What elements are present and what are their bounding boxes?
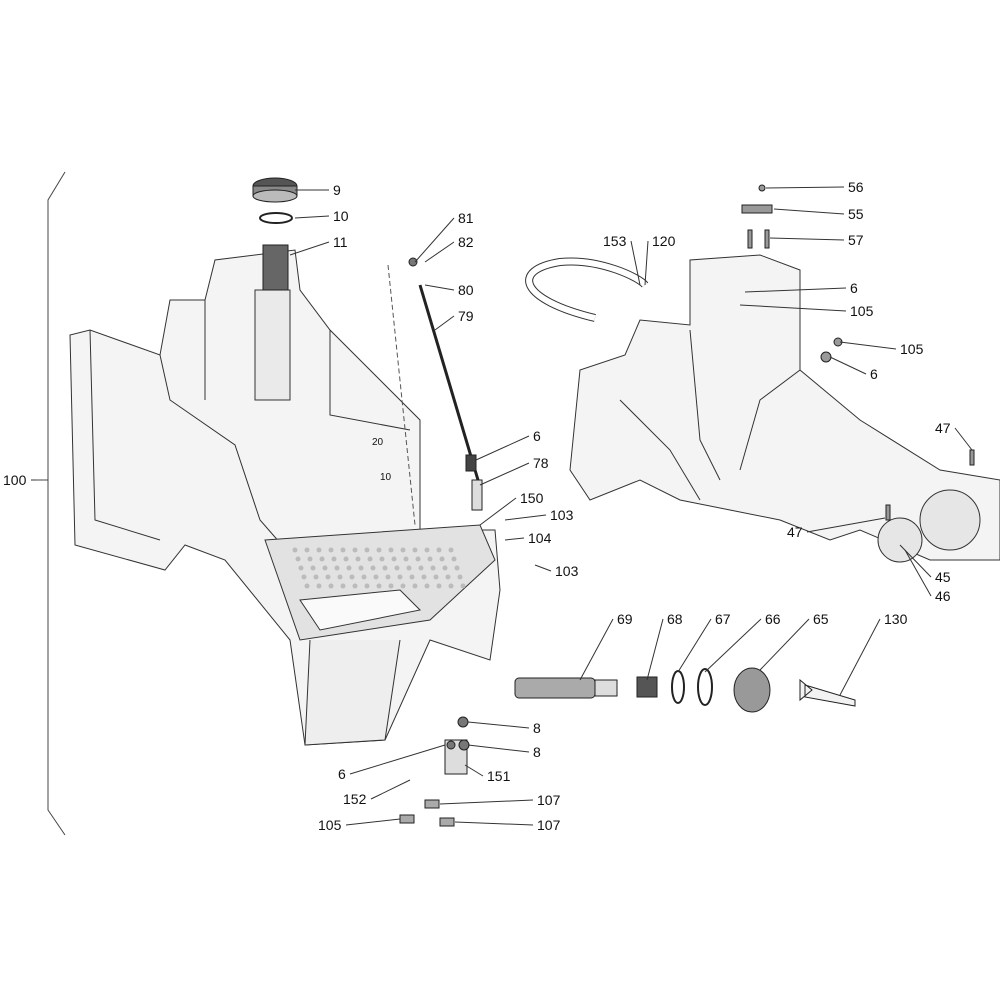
leader-line <box>424 284 455 291</box>
tank-mark-20: 20 <box>372 437 384 448</box>
leader-line <box>630 240 641 286</box>
callout-80: 80 <box>458 282 474 298</box>
leader-line <box>677 618 712 673</box>
callout-47: 47 <box>935 420 951 436</box>
leader-line <box>294 215 330 219</box>
leader-line <box>467 744 530 753</box>
chassis-frame <box>569 254 1000 563</box>
leader-line <box>739 304 847 312</box>
leader-line <box>644 240 649 286</box>
callout-107: 107 <box>537 817 561 833</box>
leader-line <box>806 517 886 533</box>
seal-ring <box>259 212 293 224</box>
callout-68: 68 <box>667 611 683 627</box>
callout-107: 107 <box>537 792 561 808</box>
leader-line <box>424 241 455 263</box>
leader-line <box>370 779 411 800</box>
leader-line <box>759 618 810 671</box>
callout-81: 81 <box>458 210 474 226</box>
leader-line <box>349 744 446 775</box>
leader-line <box>773 208 845 215</box>
leader-line <box>829 356 867 375</box>
leader-line <box>467 721 530 729</box>
callout-6: 6 <box>870 366 878 382</box>
valve-assembly <box>399 667 856 827</box>
leader-line <box>504 537 525 541</box>
callout-65: 65 <box>813 611 829 627</box>
leader-line <box>414 217 455 263</box>
leader-line <box>744 287 847 293</box>
leader-line <box>839 618 881 696</box>
leader-line <box>434 315 455 331</box>
leader-line <box>579 618 614 681</box>
leader-line <box>904 549 932 597</box>
callout-45: 45 <box>935 569 951 585</box>
callout-130: 130 <box>884 611 908 627</box>
fuel-cap <box>252 177 298 203</box>
leader-line <box>479 497 517 526</box>
leader-line <box>765 186 845 189</box>
callout-105: 105 <box>850 303 874 319</box>
callout-47: 47 <box>787 524 803 540</box>
dot-grid <box>292 547 466 589</box>
callout-78: 78 <box>533 455 549 471</box>
callout-10: 10 <box>333 208 349 224</box>
callout-151: 151 <box>487 768 511 784</box>
callout-8: 8 <box>533 744 541 760</box>
leader-line <box>954 427 973 451</box>
leader-line <box>704 618 762 673</box>
filter-strainer <box>262 244 289 291</box>
fuel-tank <box>69 249 501 746</box>
leader-line <box>534 564 552 572</box>
leader-line <box>439 799 534 805</box>
callout-8: 8 <box>533 720 541 736</box>
leader-line <box>464 764 484 777</box>
callout-79: 79 <box>458 308 474 324</box>
leader-line <box>479 462 530 486</box>
callout-152: 152 <box>343 791 367 807</box>
leader-line <box>504 514 547 521</box>
callout-103: 103 <box>555 563 579 579</box>
callout-46: 46 <box>935 588 951 604</box>
callout-11: 11 <box>333 234 348 250</box>
bracket-parts <box>741 184 975 521</box>
group-bracket <box>47 171 66 836</box>
leader-line <box>289 241 330 256</box>
callout-105: 105 <box>900 341 924 357</box>
callout-6: 6 <box>338 766 346 782</box>
leader-line <box>345 818 401 826</box>
tank-mark-10: 10 <box>380 472 392 483</box>
callout-57: 57 <box>848 232 864 248</box>
callout-153: 153 <box>603 233 627 249</box>
leader-line <box>839 341 897 350</box>
fuel-hose <box>525 257 649 322</box>
callout-55: 55 <box>848 206 864 222</box>
leader-line <box>769 237 845 241</box>
callout-66: 66 <box>765 611 781 627</box>
callout-103: 103 <box>550 507 574 523</box>
callout-105: 105 <box>318 817 342 833</box>
callout-104: 104 <box>528 530 552 546</box>
callout-6: 6 <box>533 428 541 444</box>
callout-9: 9 <box>333 182 341 198</box>
callout-56: 56 <box>848 179 864 195</box>
callout-69: 69 <box>617 611 633 627</box>
callout-6: 6 <box>850 280 858 296</box>
leader-line <box>646 618 664 681</box>
callout-82: 82 <box>458 234 474 250</box>
leader-line <box>454 821 534 826</box>
level-rod <box>387 257 483 526</box>
callout-120: 120 <box>652 233 676 249</box>
leader-line <box>475 435 530 461</box>
callout-150: 150 <box>520 490 544 506</box>
callout-100: 100 <box>3 472 27 488</box>
callout-67: 67 <box>715 611 731 627</box>
